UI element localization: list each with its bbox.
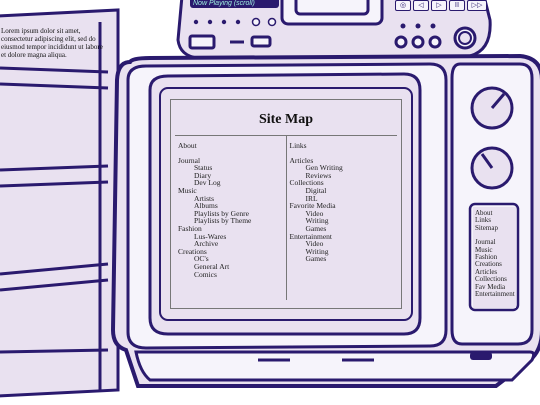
sitemap-link-music[interactable]: Music [178, 185, 197, 195]
play-button[interactable]: ▷ [431, 0, 447, 11]
sitemap-link-fashion[interactable]: Fashion [178, 223, 202, 233]
sitemap-link-artists[interactable]: Artists [194, 193, 215, 203]
fast-forward-button[interactable]: ▷▷ [467, 0, 487, 11]
sitemap-link-favorite-media[interactable]: Favorite Media [289, 201, 336, 211]
sitemap-link-playlists-genre[interactable]: Playlists by Genre [194, 208, 249, 218]
sitemap-link-playlists-theme[interactable]: Playlists by Theme [194, 216, 252, 226]
side-nav-journal[interactable]: Journal [475, 238, 496, 247]
sitemap-link-gen-writing[interactable]: Gen Writing [305, 163, 343, 173]
sitemap-link-irl[interactable]: IRL [305, 193, 318, 203]
sitemap-link-ent-writing[interactable]: Writing [305, 246, 329, 256]
pause-button[interactable]: II [449, 0, 465, 11]
sitemap-screen: Site Map About Journal Status Diary Dev … [170, 99, 402, 309]
sitemap-link-creations[interactable]: Creations [178, 246, 207, 256]
side-nav-collections[interactable]: Collections [475, 275, 507, 284]
sitemap-link-archive[interactable]: Archive [194, 239, 219, 249]
sitemap-link-lus-wares[interactable]: Lus-Wares [194, 231, 227, 241]
lorem-text: Lorem ipsum dolor sit amet, consectetur … [1, 27, 103, 59]
side-nav-fav-media[interactable]: Fav Media [475, 282, 506, 291]
side-nav-about[interactable]: About [475, 209, 493, 217]
side-nav-entertainment[interactable]: Entertainment [475, 290, 515, 299]
now-playing-label[interactable]: Now Playing (scroll) [190, 0, 279, 8]
sitemap-link-ocs[interactable]: OC's [194, 254, 209, 264]
sitemap-link-journal[interactable]: Journal [178, 155, 201, 165]
sitemap-link-fav-games[interactable]: Games [305, 223, 327, 233]
sitemap-left-column: About Journal Status Diary Dev Log Music… [175, 136, 287, 300]
side-nav-articles[interactable]: Articles [475, 267, 498, 276]
record-button[interactable]: ◎ [395, 0, 411, 11]
sitemap-title: Site Map [175, 100, 397, 136]
sitemap-link-general-art[interactable]: General Art [194, 261, 230, 271]
sitemap-columns: About Journal Status Diary Dev Log Music… [175, 136, 397, 300]
sitemap-link-ent-games[interactable]: Games [305, 254, 327, 264]
sitemap-link-ent-video[interactable]: Video [305, 239, 324, 249]
side-nav-sitemap[interactable]: Sitemap [475, 223, 498, 232]
side-nav-panel: About Links Sitemap Journal Music Fashio… [473, 207, 516, 308]
sitemap-link-collections[interactable]: Collections [289, 178, 324, 188]
sitemap-link-digital[interactable]: Digital [305, 185, 327, 195]
sitemap-link-diary[interactable]: Diary [194, 170, 212, 180]
side-nav-fashion[interactable]: Fashion [475, 253, 498, 262]
side-nav-music[interactable]: Music [475, 245, 493, 254]
sitemap-link-about[interactable]: About [178, 141, 197, 150]
sitemap-link-fav-video[interactable]: Video [305, 208, 324, 218]
rewind-button[interactable]: ◁ [413, 0, 429, 11]
sitemap-link-links[interactable]: Links [289, 141, 307, 150]
sitemap-link-dev-log[interactable]: Dev Log [194, 178, 221, 188]
side-nav-links[interactable]: Links [475, 216, 491, 225]
sitemap-link-entertainment[interactable]: Entertainment [289, 231, 332, 241]
sitemap-link-articles[interactable]: Articles [289, 155, 314, 165]
sitemap-link-status[interactable]: Status [194, 163, 213, 173]
sitemap-link-albums[interactable]: Albums [194, 201, 218, 211]
sitemap-right-column: Links Articles Gen Writing Reviews Colle… [287, 136, 398, 300]
side-nav-creations[interactable]: Creations [475, 260, 502, 269]
sitemap-link-reviews[interactable]: Reviews [305, 170, 332, 180]
sitemap-link-comics[interactable]: Comics [194, 269, 217, 279]
sitemap-link-fav-writing[interactable]: Writing [305, 216, 329, 226]
bookshelf-drawing [0, 8, 120, 398]
